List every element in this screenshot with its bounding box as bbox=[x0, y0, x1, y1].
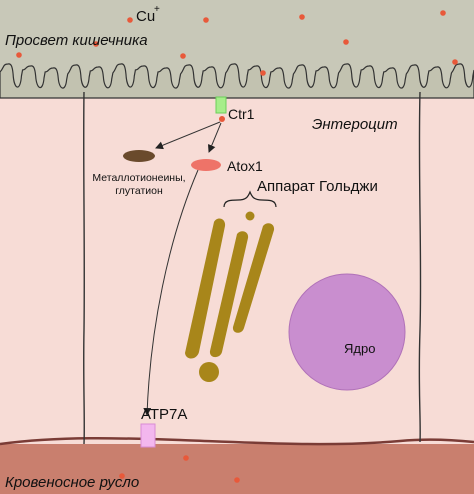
ctr1-label: Ctr1 bbox=[228, 106, 255, 122]
cell-border-left bbox=[83, 91, 85, 445]
golgi-cisterna bbox=[185, 218, 226, 359]
nucleus bbox=[288, 273, 406, 391]
golgi-cisterna bbox=[232, 223, 275, 333]
microvilli-outline bbox=[0, 63, 474, 99]
blood-copper-ions bbox=[119, 455, 240, 483]
atp7a-transporter bbox=[140, 423, 156, 448]
golgi-apparatus bbox=[185, 218, 275, 382]
golgi-cisterna bbox=[209, 231, 249, 358]
copper-ion bbox=[203, 17, 209, 23]
copper-ion bbox=[234, 477, 240, 483]
basal-membrane bbox=[0, 436, 474, 446]
bloodstream-label: Кровеносное русло bbox=[5, 474, 139, 491]
lumen-copper-ions bbox=[16, 10, 458, 76]
copper-ion bbox=[343, 39, 349, 45]
copper-ion bbox=[127, 17, 133, 23]
copper-ion bbox=[180, 53, 186, 59]
arrow-ctr1-to-metallothionein bbox=[155, 121, 221, 150]
copper-ion bbox=[16, 52, 22, 58]
bloodstream-region bbox=[0, 438, 474, 494]
ctr1-transporter bbox=[215, 96, 227, 114]
golgi-label: Аппарат Гольджи bbox=[257, 178, 378, 195]
copper-ion bbox=[93, 41, 99, 47]
microvilli-brush-border bbox=[0, 63, 474, 99]
copper-ion bbox=[260, 70, 266, 76]
golgi-bracket bbox=[223, 190, 277, 208]
metallothionein-glutathione bbox=[123, 150, 155, 162]
copper-ion-at-ctr1 bbox=[219, 116, 225, 122]
arrow-atox1-to-atp7a bbox=[143, 169, 199, 416]
copper-ion bbox=[119, 473, 125, 479]
cell-border-right bbox=[418, 91, 422, 443]
copper-ion bbox=[183, 455, 189, 461]
copper-ion bbox=[440, 10, 446, 16]
golgi-vesicle bbox=[199, 362, 219, 382]
atp7a-label: ATP7A bbox=[141, 406, 187, 423]
arrow-ctr1-to-atox1 bbox=[207, 122, 222, 153]
copper-ion bbox=[299, 14, 305, 20]
nucleus-label: Ядро bbox=[344, 341, 375, 356]
intestinal-lumen-label: Просвет кишечника bbox=[5, 32, 148, 49]
copper-ion bbox=[452, 59, 458, 65]
atox1-label: Atox1 bbox=[227, 158, 263, 174]
copper-label: Cu bbox=[136, 8, 155, 25]
golgi-bracket-dot bbox=[245, 211, 255, 221]
metallothionein-label-line2: глутатион bbox=[115, 185, 163, 197]
atox1-chaperone bbox=[191, 159, 221, 171]
metallothionein-label-line1: Металлотионеины, bbox=[92, 172, 185, 184]
enterocyte-label: Энтероцит bbox=[312, 116, 398, 133]
copper-charge-label: + bbox=[154, 4, 160, 15]
